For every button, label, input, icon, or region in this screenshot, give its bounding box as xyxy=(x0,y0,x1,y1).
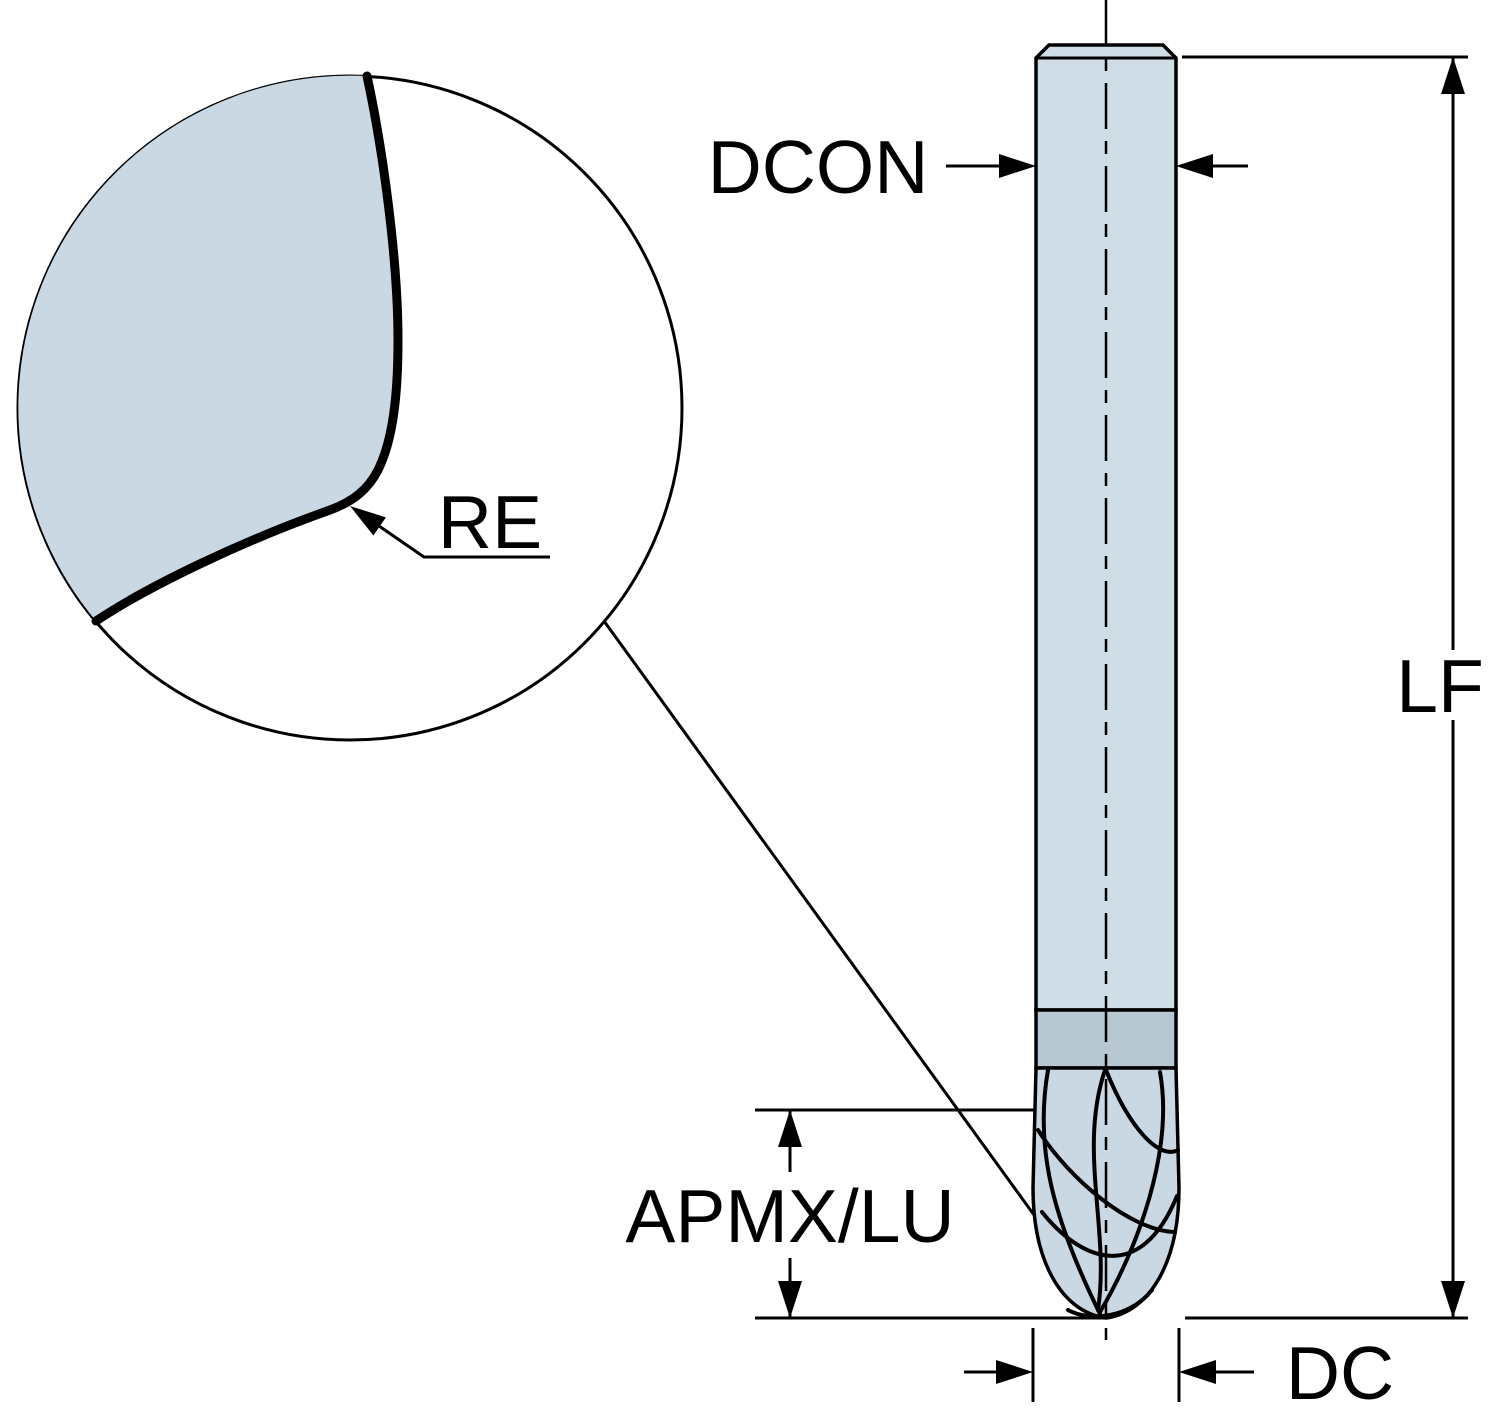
flutes xyxy=(1036,1068,1180,1319)
flute-curve xyxy=(1098,1070,1166,1314)
apmx-lu-label: APMX/LU xyxy=(625,1174,954,1258)
re-leader-line xyxy=(378,524,550,559)
re-arrowhead xyxy=(350,506,386,536)
dc-arrowhead-left xyxy=(996,1360,1033,1384)
cutting-edge-curve xyxy=(91,71,403,626)
detail-view xyxy=(16,71,684,742)
dc-label: DC xyxy=(1286,1331,1394,1415)
dcon-arrowhead-left xyxy=(999,154,1036,178)
lf-arrowhead-bottom xyxy=(1441,1281,1465,1318)
apmx-arrowhead-top xyxy=(778,1110,802,1147)
dcon-arrowhead-right xyxy=(1176,154,1213,178)
flute-curve xyxy=(1041,1068,1102,1316)
flute-curve xyxy=(1104,1068,1180,1154)
flute-curve xyxy=(1040,1194,1179,1258)
detail-insert-region xyxy=(18,75,398,622)
lf-arrowhead-top xyxy=(1441,57,1465,94)
dc-dimension: DC xyxy=(964,1328,1394,1415)
dcon-dimension: DCON xyxy=(708,125,1248,209)
apmx-arrowhead-bottom xyxy=(778,1281,802,1318)
apmx-lu-dimension: APMX/LU xyxy=(625,1108,1108,1320)
dc-arrowhead-right xyxy=(1179,1360,1216,1384)
re-label: RE xyxy=(438,480,542,564)
re-dimension: RE xyxy=(350,480,550,564)
detail-leader-line xyxy=(602,620,1099,1303)
dcon-label: DCON xyxy=(708,125,929,209)
tool xyxy=(1031,0,1181,1340)
lf-dimension: LF xyxy=(1182,55,1484,1320)
flute-curve xyxy=(1066,1288,1154,1319)
flute-curve xyxy=(1091,1068,1107,1312)
lf-label: LF xyxy=(1396,644,1484,728)
